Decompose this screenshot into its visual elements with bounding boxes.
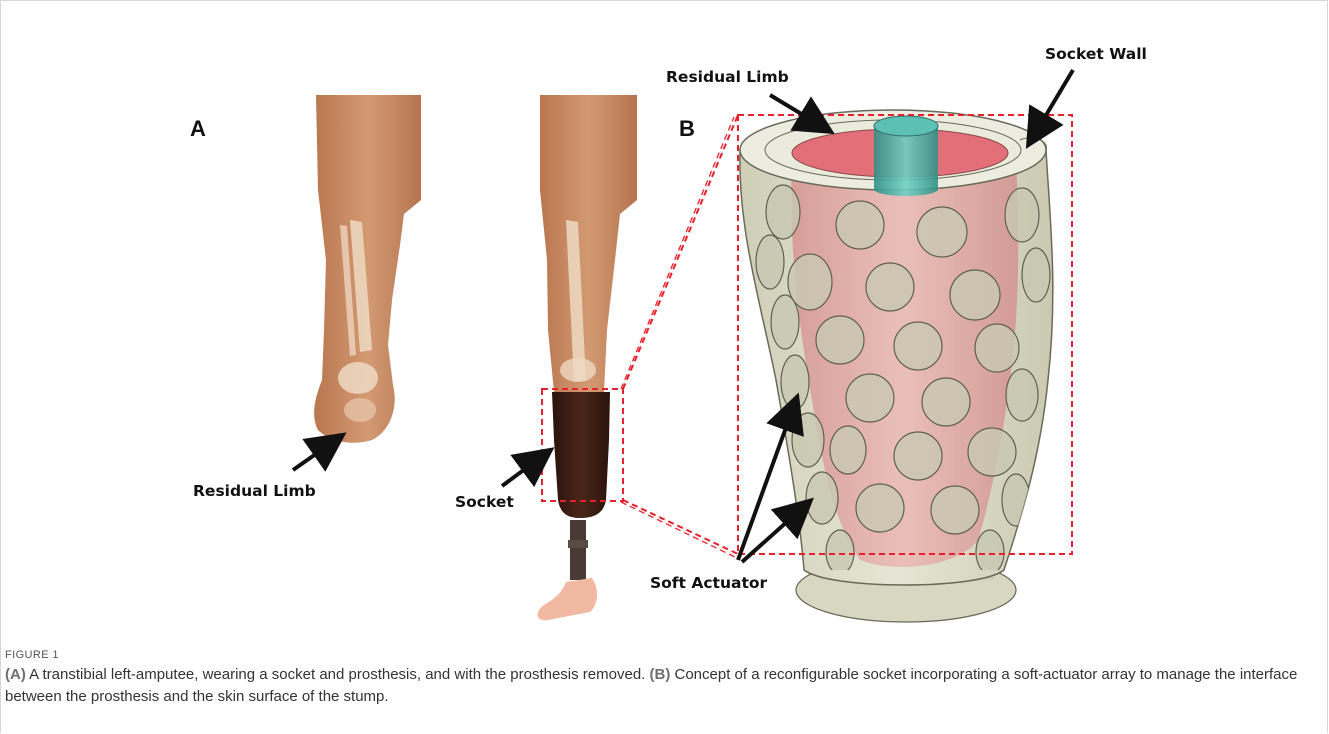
caption-key-a: (A) (5, 666, 26, 683)
callout-residual-limb-a: Residual Limb (193, 482, 316, 500)
callout-socket-wall: Socket Wall (1045, 45, 1147, 63)
caption-key-b: (B) (650, 666, 671, 683)
prosthetic-leg-illustration (538, 95, 637, 620)
figure-illustration: A B (0, 0, 1329, 640)
callout-soft-actuator: Soft Actuator (650, 574, 768, 592)
caption-text: (A) A transtibial left-amputee, wearing … (5, 664, 1315, 708)
figure-caption: FIGURE 1 (A) A transtibial left-amputee,… (5, 649, 1315, 708)
zoom-line-top (623, 115, 738, 389)
prosthetic-foot (538, 578, 597, 620)
residual-limb-illustration (314, 95, 421, 443)
socket-shape (552, 392, 610, 518)
liner-cylinder (874, 128, 938, 196)
zoom-line-bottom (623, 500, 738, 554)
reconfigurable-socket-model (740, 110, 1053, 622)
panel-b-label: B (679, 116, 695, 141)
callout-socket: Socket (455, 493, 514, 511)
arrow-soft-actuator-1 (738, 400, 796, 560)
panel-a-label: A (190, 116, 206, 141)
pylon (570, 520, 586, 580)
arrow-socket-wall (1030, 70, 1073, 142)
arrow-residual-limb-a (293, 437, 340, 470)
figure-number: FIGURE 1 (5, 649, 1315, 661)
caption-part-a: A transtibial left-amputee, wearing a so… (26, 666, 650, 683)
callout-residual-limb-b: Residual Limb (666, 68, 789, 86)
